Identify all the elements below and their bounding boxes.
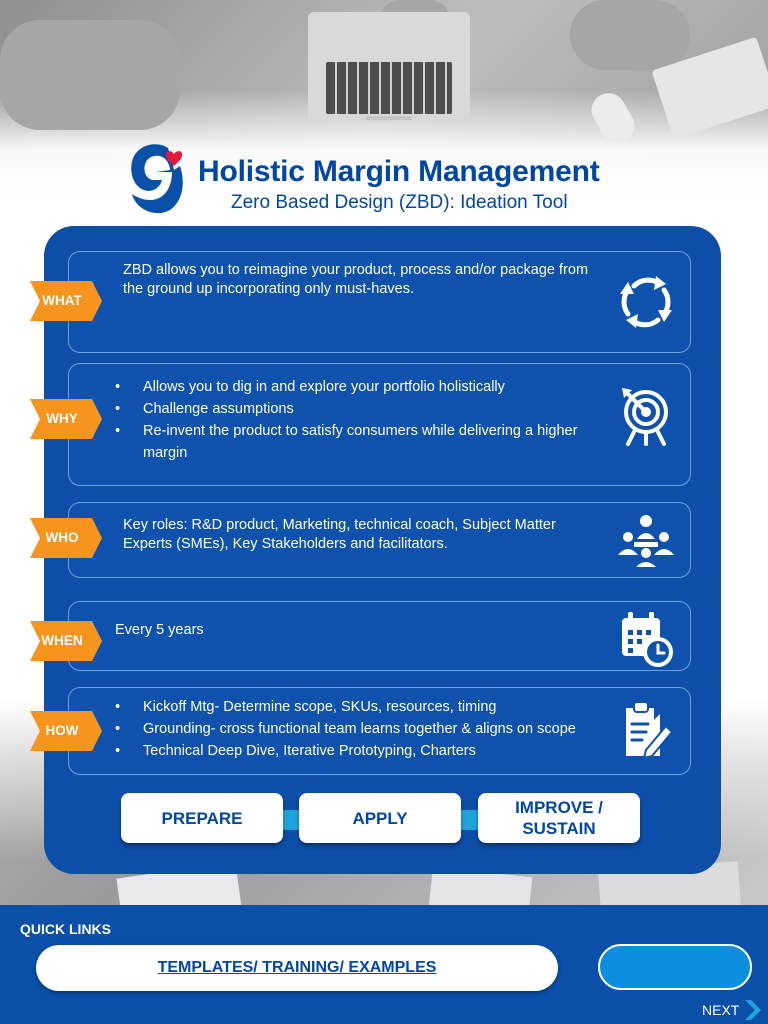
apply-button[interactable]: APPLY xyxy=(299,793,461,843)
clipboard-pencil-icon xyxy=(626,701,674,760)
page-subtitle: Zero Based Design (ZBD): Ideation Tool xyxy=(231,192,568,213)
what-tag: WHAT xyxy=(30,281,102,321)
when-section: Every 5 years xyxy=(68,601,691,671)
general-mills-g-logo xyxy=(131,144,183,214)
next-button[interactable]: NEXT xyxy=(702,1000,762,1020)
team-meeting-icon xyxy=(618,515,674,567)
how-section: Kickoff Mtg- Determine scope, SKUs, reso… xyxy=(68,687,691,775)
calendar-clock-icon xyxy=(622,612,673,667)
when-tag: WHEN xyxy=(30,621,102,661)
why-bullet-list: Allows you to dig in and explore your po… xyxy=(115,376,605,464)
refresh-cycle-icon xyxy=(620,276,672,328)
why-bullet: Challenge assumptions xyxy=(115,398,605,420)
improve-sustain-button[interactable]: IMPROVE / SUSTAIN xyxy=(478,793,640,843)
chevron-right-icon xyxy=(745,1000,762,1020)
target-board-icon xyxy=(622,388,668,446)
apply-label: APPLY xyxy=(352,808,408,828)
how-bullet-list: Kickoff Mtg- Determine scope, SKUs, reso… xyxy=(115,696,605,762)
who-tag: WHO xyxy=(30,518,102,558)
improve-label: IMPROVE / xyxy=(515,798,603,817)
how-bullet: Technical Deep Dive, Iterative Prototypi… xyxy=(115,740,605,762)
hand-left-image xyxy=(0,20,180,130)
quick-link-text[interactable]: TEMPLATES/ TRAINING/ EXAMPLES xyxy=(157,959,437,976)
blank-link-button[interactable] xyxy=(598,944,752,990)
page-header: Holistic Margin Management Zero Based De… xyxy=(126,140,646,220)
how-bullet: Grounding- cross functional team learns … xyxy=(115,718,605,740)
why-tag-label: WHY xyxy=(46,411,78,426)
laptop-image xyxy=(308,12,470,122)
what-tag-label: WHAT xyxy=(42,293,82,308)
prepare-label: PREPARE xyxy=(161,808,243,828)
how-tag-label: HOW xyxy=(45,723,79,738)
prepare-button[interactable]: PREPARE xyxy=(121,793,283,843)
quick-link-button[interactable]: TEMPLATES/ TRAINING/ EXAMPLES xyxy=(36,945,558,991)
next-label: NEXT xyxy=(702,1002,740,1018)
why-bullet: Allows you to dig in and explore your po… xyxy=(115,376,605,398)
why-section: Allows you to dig in and explore your po… xyxy=(68,363,691,486)
hand-right-image xyxy=(570,0,690,70)
what-section: ZBD allows you to reimagine your product… xyxy=(68,251,691,353)
how-tag: HOW xyxy=(30,711,102,751)
who-section: Key roles: R&D product, Marketing, techn… xyxy=(68,502,691,578)
why-tag: WHY xyxy=(30,399,102,439)
who-text: Key roles: R&D product, Marketing, techn… xyxy=(123,517,556,552)
how-bullet: Kickoff Mtg- Determine scope, SKUs, reso… xyxy=(115,696,605,718)
quick-links-label: QUICK LINKS xyxy=(20,921,111,937)
footer-bar: QUICK LINKS TEMPLATES/ TRAINING/ EXAMPLE… xyxy=(0,905,768,1024)
why-bullet: Re-invent the product to satisfy consume… xyxy=(115,420,605,464)
what-text: ZBD allows you to reimagine your product… xyxy=(123,262,589,297)
sustain-label: SUSTAIN xyxy=(522,819,596,838)
when-tag-label: WHEN xyxy=(41,633,83,648)
when-text: Every 5 years xyxy=(115,622,204,638)
who-tag-label: WHO xyxy=(45,530,79,545)
page-title: Holistic Margin Management xyxy=(198,155,600,188)
